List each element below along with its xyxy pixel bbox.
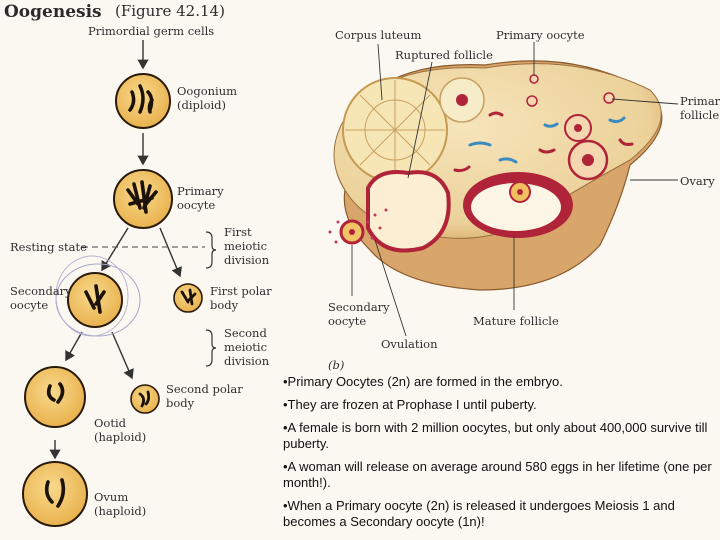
panel-letter-b: (b) — [328, 358, 344, 372]
label-ovary: Ovary — [680, 174, 715, 188]
bullet-item: •Primary Oocytes (2n) are formed in the … — [283, 374, 715, 390]
bullet-item: •They are frozen at Prophase I until pub… — [283, 397, 715, 413]
second-polar-body-cell — [131, 385, 159, 413]
label-primordial-germ-cells: Primordial germ cells — [88, 24, 214, 38]
ovum-cell — [23, 462, 87, 526]
oogonium-cell — [116, 74, 170, 128]
label-first-meiotic-division: First meiotic division — [224, 225, 269, 267]
bullet-item: •When a Primary oocyte (2n) is released … — [283, 498, 715, 530]
primary-oocyte-cell — [114, 170, 172, 228]
label-secondary-oocyte-ovary: Secondary oocyte — [328, 300, 390, 328]
bullet-item: •A woman will release on average around … — [283, 459, 715, 491]
ovary-illustration — [329, 61, 662, 290]
label-first-polar-body: First polar body — [210, 284, 272, 312]
label-ovum: Ovum (haploid) — [94, 490, 146, 518]
label-secondary-oocyte: Secondary oocyte — [10, 284, 72, 312]
first-polar-body-cell — [174, 284, 202, 312]
label-mature-follicle: Mature follicle — [473, 314, 559, 328]
label-primary-oocyte-ovary: Primary oocyte — [496, 28, 585, 42]
label-second-polar-body: Second polar body — [166, 382, 243, 410]
bullet-list: •Primary Oocytes (2n) are formed in the … — [283, 374, 715, 537]
label-oogonium: Oogonium (diploid) — [177, 84, 237, 112]
label-primary-oocyte: Primary oocyte — [177, 184, 224, 212]
label-ovulation: Ovulation — [381, 337, 438, 351]
label-second-meiotic-division: Second meiotic division — [224, 326, 269, 368]
label-ruptured-follicle: Ruptured follicle — [395, 48, 493, 62]
label-ootid: Ootid (haploid) — [94, 416, 146, 444]
bullet-item: •A female is born with 2 million oocytes… — [283, 420, 715, 452]
label-resting-state: Resting state — [10, 240, 87, 254]
ootid-cell — [25, 367, 85, 427]
label-corpus-luteum: Corpus luteum — [335, 28, 421, 42]
label-primary-follicle: Primary follicle — [680, 94, 720, 122]
